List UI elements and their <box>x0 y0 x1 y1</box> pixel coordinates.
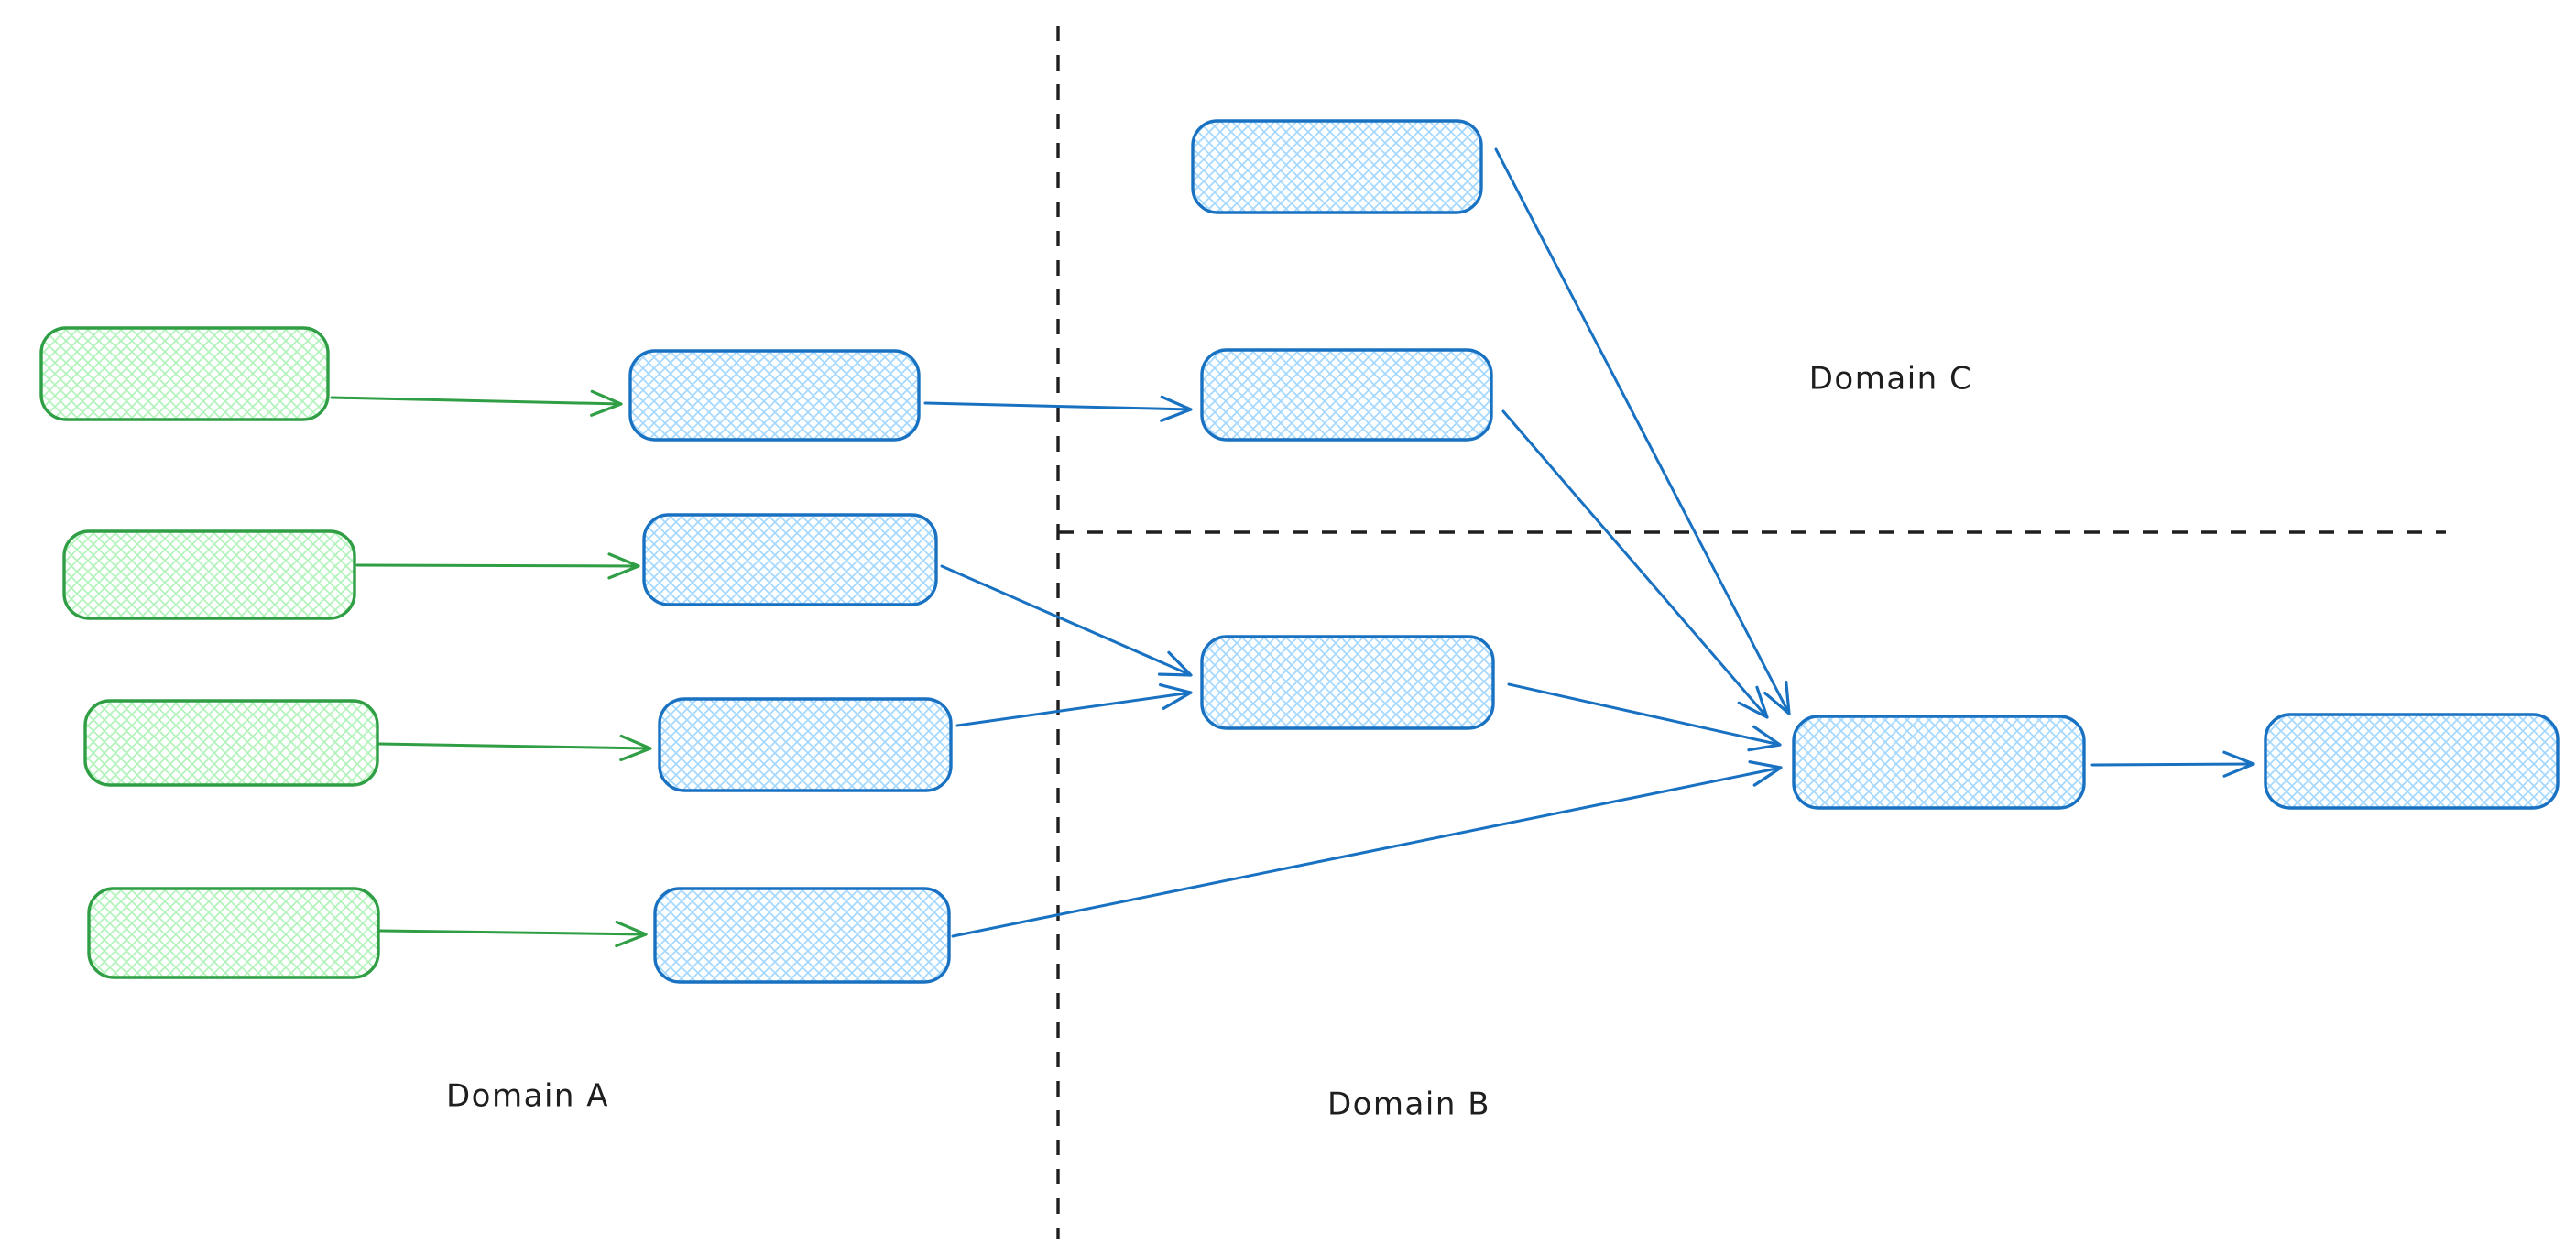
domain-a-label: Domain A <box>446 1078 609 1115</box>
node-blue-b-1 <box>1200 635 1495 730</box>
node-blue-a-2 <box>642 513 938 606</box>
edge-bluec2-merge <box>1501 409 1769 719</box>
node-green-source-2 <box>62 529 356 620</box>
node-blue-a-1 <box>628 349 921 442</box>
edge-merge-final <box>2090 750 2255 778</box>
edge-bluea3-blueb1 <box>955 683 1193 727</box>
node-blue-c-1 <box>1191 119 1483 214</box>
node-blue-c-2 <box>1200 348 1493 442</box>
node-blue-merge <box>1792 715 2086 810</box>
edge-blueb1-merge <box>1507 682 1782 752</box>
node-blue-a-3 <box>658 697 953 792</box>
domain-c-label: Domain C <box>1809 361 1972 398</box>
edge-green1-bluea1 <box>330 389 623 417</box>
node-blue-a-4 <box>653 887 951 984</box>
edge-bluea2-blueb1 <box>940 564 1193 677</box>
edge-green4-bluea4 <box>378 920 648 948</box>
edge-bluea1-bluec2 <box>923 395 1193 422</box>
node-blue-final <box>2264 713 2560 810</box>
edge-bluea4-merge <box>951 760 1783 938</box>
edge-green2-bluea2 <box>355 552 640 580</box>
edge-bluec1-merge <box>1494 147 1791 715</box>
node-green-source-4 <box>87 887 380 979</box>
node-green-source-1 <box>39 326 330 421</box>
edge-green3-bluea3 <box>377 734 652 762</box>
domain-b-label: Domain B <box>1327 1086 1490 1123</box>
node-green-source-3 <box>83 699 379 787</box>
